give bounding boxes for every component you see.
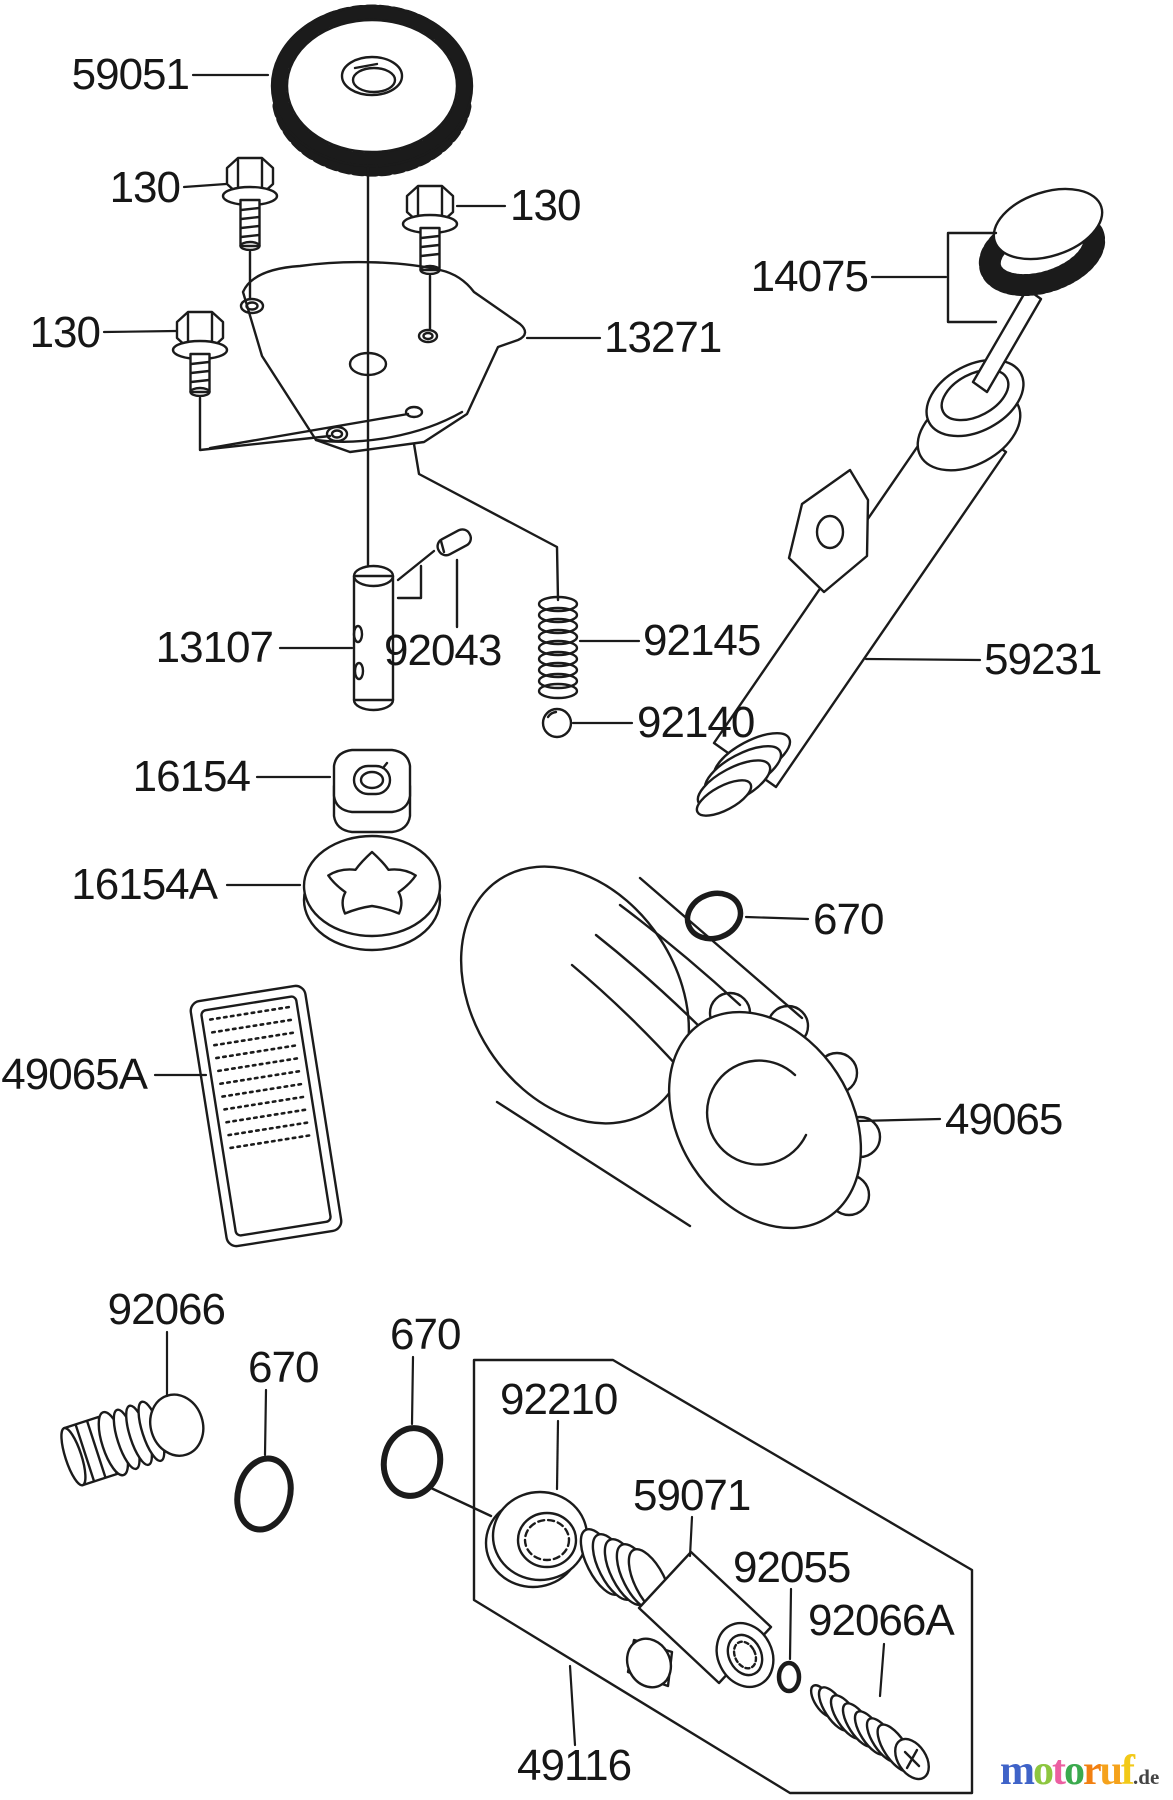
part-label-14075: 14075 xyxy=(750,252,869,301)
bolt-130-left-drawing xyxy=(171,310,332,452)
part-label-92210: 92210 xyxy=(500,1375,618,1424)
bolt-130-top-drawing xyxy=(221,156,279,301)
part-label-670-mid: 670 xyxy=(390,1310,461,1359)
part-label-59071: 59071 xyxy=(633,1471,751,1520)
outer-rotor-drawing xyxy=(302,834,442,952)
part-label-92140: 92140 xyxy=(637,698,755,747)
ball-drawing xyxy=(541,707,573,739)
part-label-130-left: 130 xyxy=(29,308,101,357)
part-label-130-top: 130 xyxy=(109,163,181,212)
part-label-670-left: 670 xyxy=(248,1343,319,1392)
leader-oring-nut xyxy=(429,1486,493,1518)
part-label-92043: 92043 xyxy=(384,626,502,675)
part-label-670-dipstick: 670 xyxy=(813,895,884,944)
nut-drawing xyxy=(484,1490,589,1589)
part-label-16154A: 16154A xyxy=(71,860,218,909)
part-label-59051: 59051 xyxy=(71,50,190,99)
watermark-letter: o xyxy=(1064,1748,1085,1794)
leader-bend-spring xyxy=(412,442,560,602)
leader-lines xyxy=(102,73,982,1747)
watermark-letter: f xyxy=(1121,1748,1135,1794)
part-label-49065A: 49065A xyxy=(1,1050,148,1099)
dipstick-tube-drawing xyxy=(695,187,1106,817)
part-label-13271: 13271 xyxy=(604,313,722,362)
oil-pump-gear-drawing xyxy=(270,4,474,177)
part-label-59231: 59231 xyxy=(984,635,1102,684)
part-label-16154: 16154 xyxy=(132,752,251,801)
watermark-letter: m xyxy=(1000,1748,1035,1794)
watermark-letter: r xyxy=(1083,1748,1102,1794)
valve-drawing xyxy=(579,1528,775,1689)
part-label-92066: 92066 xyxy=(107,1285,226,1334)
oring-mid-drawing xyxy=(380,1425,444,1499)
oil-filter-drawing xyxy=(459,865,882,1230)
inner-rotor-drawing xyxy=(332,748,412,834)
watermark-letter: o xyxy=(1033,1748,1054,1794)
watermark-letter: u xyxy=(1099,1748,1123,1794)
part-label-92145: 92145 xyxy=(643,616,761,665)
part-label-92066A: 92066A xyxy=(808,1596,955,1645)
part-label-49116: 49116 xyxy=(517,1741,632,1790)
oring-92055-drawing xyxy=(776,1660,802,1694)
kit-box-outline xyxy=(472,1358,974,1795)
watermark-letter: t xyxy=(1052,1748,1066,1794)
plug-92066-drawing xyxy=(60,1393,205,1487)
watermark-logo: motoruf.de xyxy=(1000,1750,1159,1792)
plug-92066a-drawing xyxy=(809,1684,930,1781)
part-label-13107: 13107 xyxy=(155,623,274,672)
watermark-suffix: .de xyxy=(1133,1765,1160,1789)
pipe-drawing xyxy=(352,564,395,712)
pin-drawing xyxy=(396,528,473,629)
screen-drawing xyxy=(189,984,343,1248)
part-label-49065: 49065 xyxy=(945,1095,1063,1144)
oring-dipstick-drawing xyxy=(684,890,744,942)
part-label-130-right: 130 xyxy=(510,181,581,230)
bolt-130-right-drawing xyxy=(401,184,459,331)
pump-plate-drawing xyxy=(208,260,527,454)
oring-left-drawing xyxy=(234,1455,294,1533)
part-label-92055: 92055 xyxy=(733,1543,851,1592)
spring-drawing xyxy=(537,595,579,700)
